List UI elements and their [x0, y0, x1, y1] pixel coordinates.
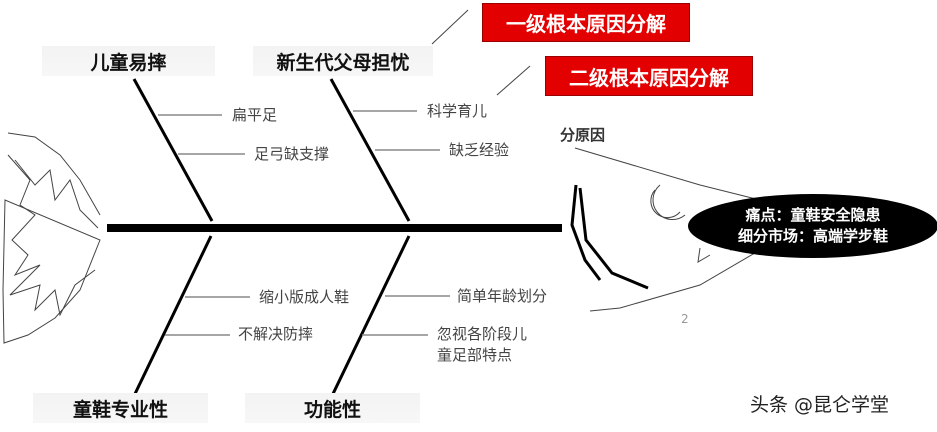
head-top	[574, 147, 761, 201]
head-bottom	[589, 249, 761, 312]
gill	[570, 184, 649, 290]
problem-ellipse: 痛点：童鞋安全隐患 细分市场：高端学步鞋	[688, 194, 937, 258]
tail	[2, 132, 101, 344]
cause-label: 足弓缺支撑	[254, 145, 330, 163]
category-label: 新生代父母担忧	[253, 46, 433, 76]
bone-top-right	[329, 78, 411, 222]
cause-label: 童足部特点	[437, 346, 513, 364]
cause-label: 科学育儿	[427, 102, 488, 120]
segment-market: 细分市场：高端学步鞋	[737, 227, 888, 245]
legend-level2: 二级根本原因分解	[545, 56, 753, 96]
category-label: 功能性	[245, 393, 420, 423]
pain-point: 痛点：童鞋安全隐患	[745, 206, 881, 224]
legend-level1: 一级根本原因分解	[482, 3, 690, 42]
cause-label: 扁平足	[232, 106, 278, 124]
cause-label: 缺乏经验	[449, 141, 510, 159]
sub-cause-label: 分原因	[560, 126, 606, 144]
category-label: 儿童易摔	[42, 46, 215, 76]
cause-label: 不解决防摔	[238, 325, 314, 343]
cause-label: 缩小版成人鞋	[259, 288, 350, 306]
eye	[650, 184, 686, 221]
bone-bottom-right	[329, 235, 411, 399]
bone-top-left	[132, 78, 214, 222]
cause-label: 忽视各阶段儿	[437, 325, 528, 343]
bone-bottom-left	[131, 235, 213, 399]
page-number: 2	[681, 312, 689, 326]
watermark: 头条 @昆仑学堂	[750, 394, 890, 416]
category-label: 童鞋专业性	[33, 393, 208, 423]
cause-label: 简单年龄划分	[457, 287, 548, 305]
